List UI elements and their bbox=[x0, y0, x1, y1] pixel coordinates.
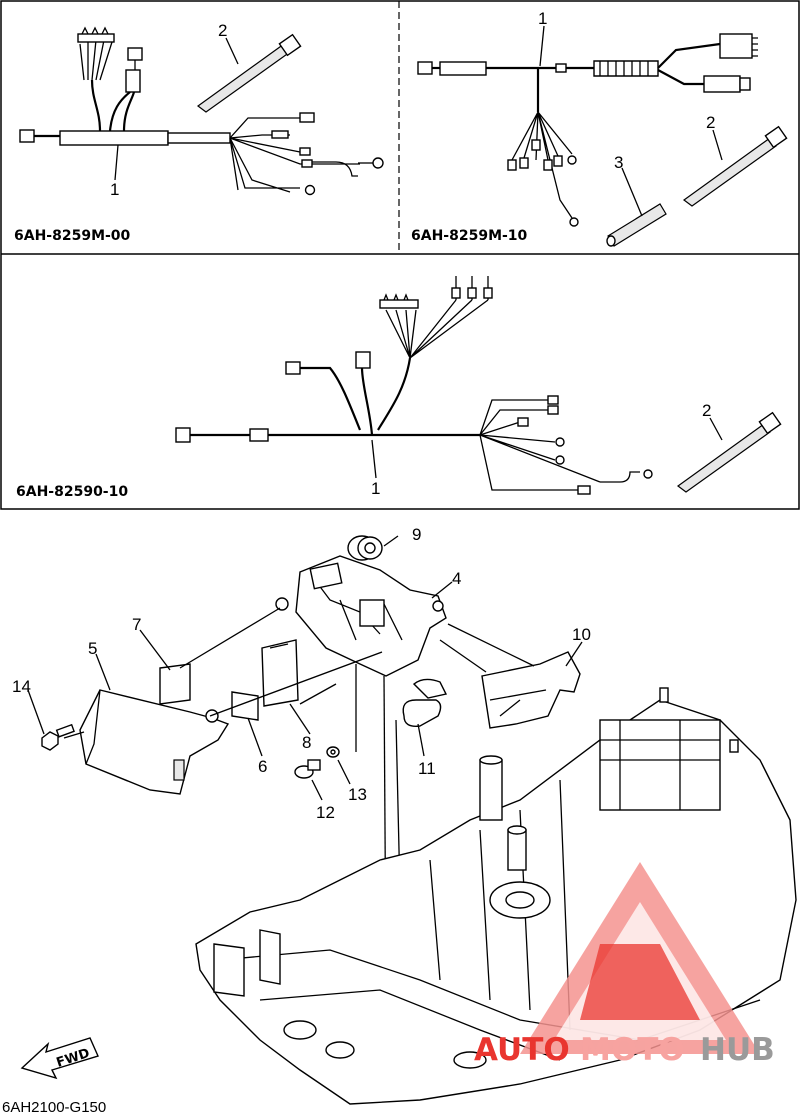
fwd-arrow-icon bbox=[20, 1037, 99, 1080]
pad-item-7 bbox=[159, 663, 191, 705]
callout-10: 10 bbox=[572, 625, 591, 644]
callout-mid-2: 2 bbox=[702, 401, 711, 420]
callout-8: 8 bbox=[302, 733, 311, 752]
bracket-item-4 bbox=[275, 555, 447, 677]
watermark-moto: MOTO bbox=[580, 1032, 685, 1068]
clamp-item-11 bbox=[402, 678, 448, 727]
code-label-8259M-00: 6AH-8259M-00 bbox=[14, 228, 131, 244]
callout-9: 9 bbox=[412, 525, 421, 544]
grommet-item-9 bbox=[347, 535, 383, 561]
harness-82590-10 bbox=[175, 276, 653, 495]
callout-tr-3: 3 bbox=[614, 153, 623, 172]
callout-tr-2: 2 bbox=[706, 113, 715, 132]
figure-code: 6AH2100-G150 bbox=[2, 1099, 106, 1114]
tube-item-3 bbox=[606, 203, 667, 247]
code-label-82590-10: 6AH-82590-10 bbox=[16, 484, 128, 500]
watermark-logo: AUTO MOTO HUB bbox=[474, 862, 775, 1068]
cable-tie-tr bbox=[682, 125, 788, 207]
callout-mid-1: 1 bbox=[371, 479, 380, 498]
callout-7: 7 bbox=[132, 615, 141, 634]
cable-tie-mid bbox=[676, 411, 782, 493]
harness-8259M-00 bbox=[19, 26, 384, 196]
callout-leaders bbox=[27, 25, 723, 801]
panel-frames bbox=[0, 0, 800, 510]
plate-item-8 bbox=[261, 639, 299, 707]
callout-11: 11 bbox=[418, 759, 436, 778]
cover-item-5 bbox=[79, 689, 230, 795]
callout-12: 12 bbox=[316, 803, 335, 822]
bolt-item-12 bbox=[294, 759, 321, 779]
callout-tr-1: 1 bbox=[538, 9, 547, 28]
watermark-auto: AUTO bbox=[474, 1032, 570, 1068]
callout-13: 13 bbox=[348, 785, 367, 804]
watermark-hub: HUB bbox=[700, 1032, 775, 1068]
cable-tie-tl bbox=[196, 33, 302, 113]
code-label-8259M-10: 6AH-8259M-10 bbox=[411, 228, 528, 244]
callout-tl-2: 2 bbox=[218, 21, 227, 40]
callout-4: 4 bbox=[452, 569, 461, 588]
callout-14: 14 bbox=[12, 677, 31, 696]
washer-item-13 bbox=[326, 746, 340, 758]
cover-item-10 bbox=[481, 651, 581, 729]
harness-8259M-10 bbox=[417, 33, 758, 227]
callout-5: 5 bbox=[88, 639, 97, 658]
callout-6: 6 bbox=[258, 757, 267, 776]
callout-tl-1: 1 bbox=[110, 180, 119, 199]
bolt-item-14 bbox=[41, 723, 75, 751]
